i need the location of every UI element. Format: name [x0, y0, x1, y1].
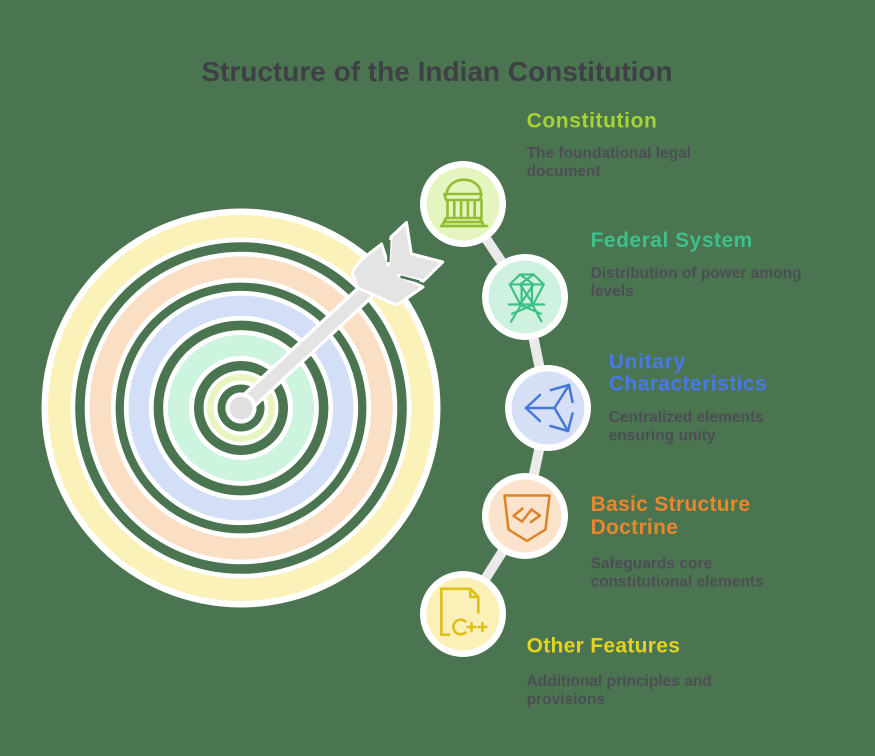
svg-text:document: document — [527, 163, 601, 180]
svg-text:provisions: provisions — [527, 691, 605, 708]
svg-text:Other Features: Other Features — [527, 635, 681, 658]
svg-text:Centralized elements: Centralized elements — [609, 409, 764, 426]
svg-text:Distribution of power among: Distribution of power among — [591, 265, 802, 282]
svg-text:Basic Structure: Basic Structure — [591, 493, 751, 516]
svg-text:Constitution: Constitution — [527, 110, 658, 133]
svg-text:Federal System: Federal System — [591, 229, 753, 252]
svg-text:levels: levels — [591, 283, 634, 300]
svg-text:Unitary: Unitary — [609, 351, 686, 374]
svg-text:Doctrine: Doctrine — [591, 516, 679, 539]
svg-text:constitutional elements: constitutional elements — [591, 574, 764, 591]
svg-text:The foundational legal: The foundational legal — [527, 145, 691, 162]
svg-text:Additional principles and: Additional principles and — [527, 673, 712, 690]
svg-text:Characteristics: Characteristics — [609, 373, 768, 396]
svg-text:Safeguards core: Safeguards core — [591, 556, 713, 573]
svg-text:Structure of the Indian Consti: Structure of the Indian Constitution — [201, 56, 672, 87]
svg-text:ensuring unity: ensuring unity — [609, 428, 716, 445]
